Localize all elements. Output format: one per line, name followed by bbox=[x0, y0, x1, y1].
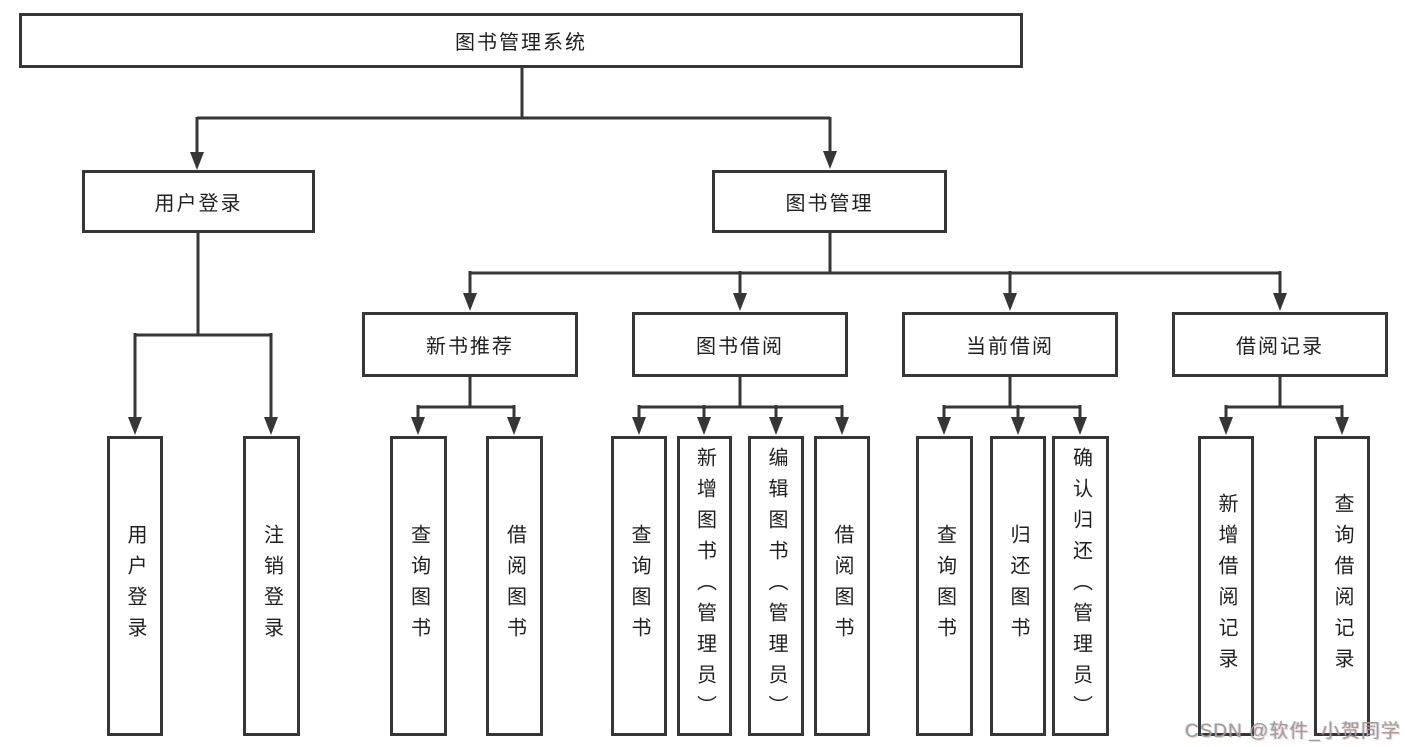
leaf-borrow-books-borrowing: 借阅图书 bbox=[814, 436, 870, 736]
node-borrowing-records: 借阅记录 bbox=[1172, 312, 1388, 377]
arrowhead bbox=[1011, 417, 1025, 435]
arrowhead bbox=[128, 417, 142, 435]
node-new-book-recommend-label: 新书推荐 bbox=[426, 336, 514, 358]
node-book-management: 图书管理 bbox=[712, 170, 947, 233]
node-new-book-recommend: 新书推荐 bbox=[362, 312, 578, 377]
arrowhead bbox=[1219, 417, 1233, 435]
leaf-return-books: 归还图书 bbox=[990, 436, 1046, 736]
arrowhead bbox=[1273, 293, 1287, 311]
arrowhead bbox=[1003, 293, 1017, 311]
leaf-add-borrow-record-label: 新增借阅记录 bbox=[1215, 493, 1237, 679]
leaf-add-book-admin: 新增图书（管理员） bbox=[677, 436, 732, 736]
leaf-user-login: 用户登录 bbox=[107, 436, 163, 736]
leaf-logout: 注销登录 bbox=[243, 436, 300, 736]
arrowhead bbox=[835, 417, 849, 435]
arrowhead bbox=[463, 293, 477, 311]
leaf-borrow-books-recommend: 借阅图书 bbox=[486, 436, 543, 736]
arrowhead bbox=[411, 417, 425, 435]
arrowhead bbox=[632, 417, 646, 435]
leaf-query-books-current: 查询图书 bbox=[916, 436, 973, 736]
arrowhead bbox=[823, 151, 837, 169]
arrowhead bbox=[190, 152, 204, 170]
arrowhead bbox=[937, 417, 951, 435]
connector-paths bbox=[133, 65, 1344, 420]
arrowhead bbox=[733, 293, 747, 311]
leaf-query-borrow-record-label: 查询借阅记录 bbox=[1331, 493, 1353, 679]
leaf-query-borrow-record: 查询借阅记录 bbox=[1314, 436, 1370, 736]
arrowhead bbox=[697, 417, 711, 435]
arrowhead bbox=[1073, 417, 1087, 435]
node-current-borrowing: 当前借阅 bbox=[902, 312, 1118, 377]
leaf-query-books-recommend: 查询图书 bbox=[390, 436, 447, 736]
leaf-confirm-return-admin: 确认归还（管理员） bbox=[1052, 436, 1109, 736]
node-book-management-label: 图书管理 bbox=[785, 193, 874, 215]
node-borrowing-records-label: 借阅记录 bbox=[1236, 336, 1324, 358]
node-root: 图书管理系统 bbox=[19, 13, 1023, 68]
node-book-borrowing-label: 图书借阅 bbox=[696, 336, 784, 358]
arrowhead bbox=[507, 417, 521, 435]
leaf-query-books-borrowing: 查询图书 bbox=[611, 436, 667, 736]
node-book-borrowing: 图书借阅 bbox=[632, 312, 848, 377]
arrowheads bbox=[128, 151, 1349, 435]
arrowhead bbox=[769, 417, 783, 435]
leaf-user-login-label: 用户登录 bbox=[124, 524, 146, 648]
leaf-borrow-books-borrowing-label: 借阅图书 bbox=[831, 524, 853, 648]
leaf-query-books-current-label: 查询图书 bbox=[933, 524, 956, 648]
node-user-login: 用户登录 bbox=[82, 170, 315, 233]
arrowhead bbox=[1335, 417, 1349, 435]
leaf-query-books-borrowing-label: 查询图书 bbox=[628, 524, 650, 648]
node-root-label: 图书管理系统 bbox=[455, 32, 587, 54]
leaf-edit-book-admin-label: 编辑图书（管理员） bbox=[765, 446, 787, 726]
leaf-edit-book-admin: 编辑图书（管理员） bbox=[748, 436, 804, 736]
leaf-return-books-label: 归还图书 bbox=[1007, 524, 1029, 648]
arrowhead bbox=[264, 417, 278, 435]
csdn-watermark: CSDN @软件_小贺同学 bbox=[1185, 721, 1401, 742]
leaf-confirm-return-admin-label: 确认归还（管理员） bbox=[1069, 446, 1092, 726]
leaf-borrow-books-recommend-label: 借阅图书 bbox=[503, 524, 526, 648]
node-user-login-label: 用户登录 bbox=[154, 193, 243, 215]
leaf-logout-label: 注销登录 bbox=[260, 524, 283, 648]
node-current-borrowing-label: 当前借阅 bbox=[966, 336, 1054, 358]
leaf-add-borrow-record: 新增借阅记录 bbox=[1198, 436, 1254, 736]
leaf-query-books-recommend-label: 查询图书 bbox=[407, 524, 430, 648]
leaf-add-book-admin-label: 新增图书（管理员） bbox=[693, 446, 716, 726]
